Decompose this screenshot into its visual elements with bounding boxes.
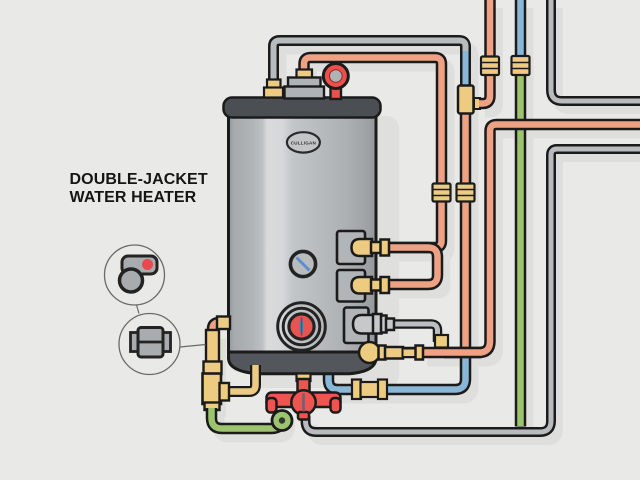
svg-text:WATER HEATER: WATER HEATER (70, 189, 197, 206)
svg-text:CULLIGAN: CULLIGAN (291, 141, 317, 146)
svg-text:DOUBLE-JACKET: DOUBLE-JACKET (70, 171, 208, 188)
